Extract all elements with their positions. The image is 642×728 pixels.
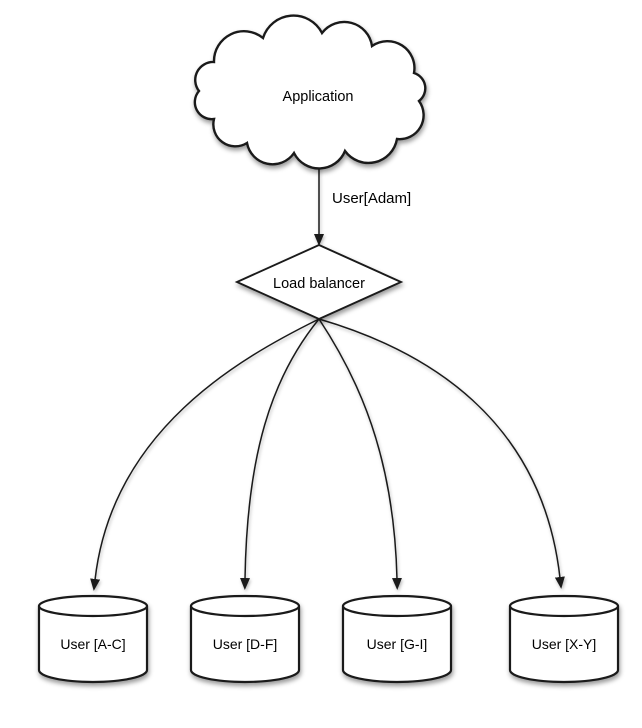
edge-loadbalancer-to-shard-df: [240, 318, 320, 590]
cylinder-body: [508, 606, 620, 684]
cylinder-top: [37, 594, 149, 618]
cylinder-top: [189, 594, 301, 618]
loadbalancer-label: Load balancer: [273, 276, 365, 292]
edge-loadbalancer-to-shard-gi: [318, 318, 402, 590]
cylinder-top: [508, 594, 620, 618]
shard-label-xy: User [X-Y]: [532, 636, 597, 652]
shard-node-gi: User [G-I]: [341, 594, 453, 684]
cylinder-body: [341, 606, 453, 684]
application-label: Application: [283, 89, 354, 105]
diamond-shape: [234, 243, 404, 321]
shard-label-gi: User [G-I]: [367, 636, 428, 652]
cylinder-body: [189, 606, 301, 684]
shard-label-ac: User [A-C]: [60, 636, 125, 652]
edge-loadbalancer-to-shard-ac: [90, 318, 320, 591]
cylinder-body: [37, 606, 149, 684]
shard-node-xy: User [X-Y]: [508, 594, 620, 684]
loadbalancer-node: Load balancer: [234, 243, 404, 321]
edge-loadbalancer-to-shard-xy: [318, 318, 565, 589]
shard-node-ac: User [A-C]: [37, 594, 149, 684]
shard-label-df: User [D-F]: [213, 636, 278, 652]
edges: [90, 157, 565, 591]
shard-node-df: User [D-F]: [189, 594, 301, 684]
cloud-shape: [193, 14, 427, 170]
cylinder-top: [341, 594, 453, 618]
edge-label-request: User[Adam]: [332, 190, 411, 207]
application-node: Application: [193, 14, 427, 170]
